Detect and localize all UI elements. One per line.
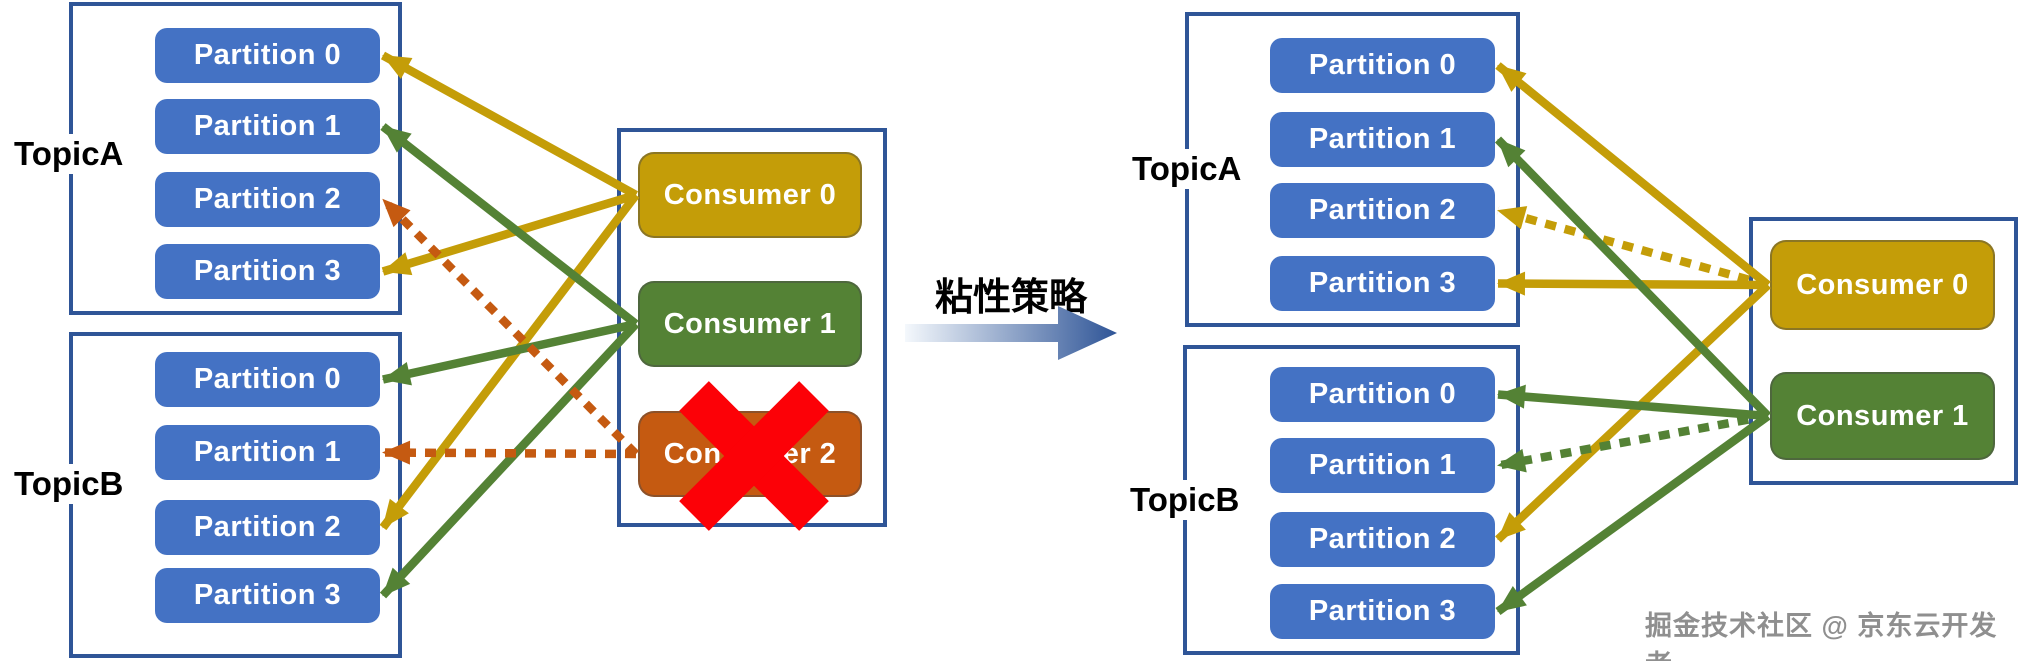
right-topic-b-partition-0: Partition 0 xyxy=(1270,367,1495,422)
left-topic-b-partition-1: Partition 1 xyxy=(155,425,380,480)
right-topic-a-partition-2: Partition 2 xyxy=(1270,183,1495,238)
left-topic-a-partition-1: Partition 1 xyxy=(155,99,380,154)
assignment-arrow-r-c0-r-a3 xyxy=(1497,271,1769,296)
left-topic-a-label: TopicA xyxy=(10,134,128,175)
assignment-arrow-l-c0-l-a0 xyxy=(380,51,639,199)
left-topic-a-partition-0: Partition 0 xyxy=(155,28,380,83)
assignment-arrow-r-c1-r-a1 xyxy=(1494,136,1772,419)
watermark: 掘金技术社区 @ 京东云开发者 xyxy=(1645,611,1998,661)
right-topic-a-partition-0: Partition 0 xyxy=(1270,38,1495,93)
assignment-arrow-r-c1-r-b1 xyxy=(1497,411,1769,473)
right-consumer-0: Consumer 0 xyxy=(1770,240,1995,330)
left-topic-a-partition-2: Partition 2 xyxy=(155,172,380,227)
right-topic-b-partition-3: Partition 3 xyxy=(1270,584,1495,639)
left-topic-b-label: TopicB xyxy=(10,464,128,505)
left-topic-b-partition-2: Partition 2 xyxy=(155,500,380,555)
assignment-arrow-l-c1-l-b3 xyxy=(379,321,640,599)
left-topic-b-partition-0: Partition 0 xyxy=(155,352,380,407)
left-consumer-1: Consumer 1 xyxy=(638,281,862,367)
assignment-arrow-l-c0-l-a3 xyxy=(381,190,638,276)
assignment-arrow-r-c0-r-a0 xyxy=(1495,62,1771,289)
left-topic-a-partition-3: Partition 3 xyxy=(155,244,380,299)
left-consumer-2: Consumer 2 xyxy=(638,411,862,497)
assignment-arrow-r-c0-r-a2 xyxy=(1496,206,1770,290)
right-topic-a-partition-1: Partition 1 xyxy=(1270,112,1495,167)
sticky-strategy-label: 粘性策略 xyxy=(934,277,1087,319)
assignment-arrow-l-c0-l-b2 xyxy=(379,192,640,531)
assignment-arrow-r-c0-r-b2 xyxy=(1495,281,1771,543)
right-topic-a-partition-3: Partition 3 xyxy=(1270,256,1495,311)
assignment-arrow-l-c1-l-a1 xyxy=(380,123,639,328)
assignment-arrow-l-c1-l-b0 xyxy=(382,319,637,386)
left-consumer-0: Consumer 0 xyxy=(638,152,862,238)
right-consumer-1: Consumer 1 xyxy=(1770,372,1995,460)
right-topic-b-partition-2: Partition 2 xyxy=(1270,512,1495,567)
assignment-arrow-r-c1-r-b0 xyxy=(1497,384,1769,421)
assignment-arrow-l-c2-l-b1 xyxy=(382,440,637,465)
assignment-arrow-l-c2-l-a2 xyxy=(379,196,640,457)
right-topic-b-partition-1: Partition 1 xyxy=(1270,438,1495,493)
assignment-arrow-r-c1-r-b3 xyxy=(1495,412,1771,615)
right-topic-a-label: TopicA xyxy=(1128,149,1246,190)
left-topic-b-partition-3: Partition 3 xyxy=(155,568,380,623)
right-topic-b-label: TopicB xyxy=(1126,480,1244,521)
